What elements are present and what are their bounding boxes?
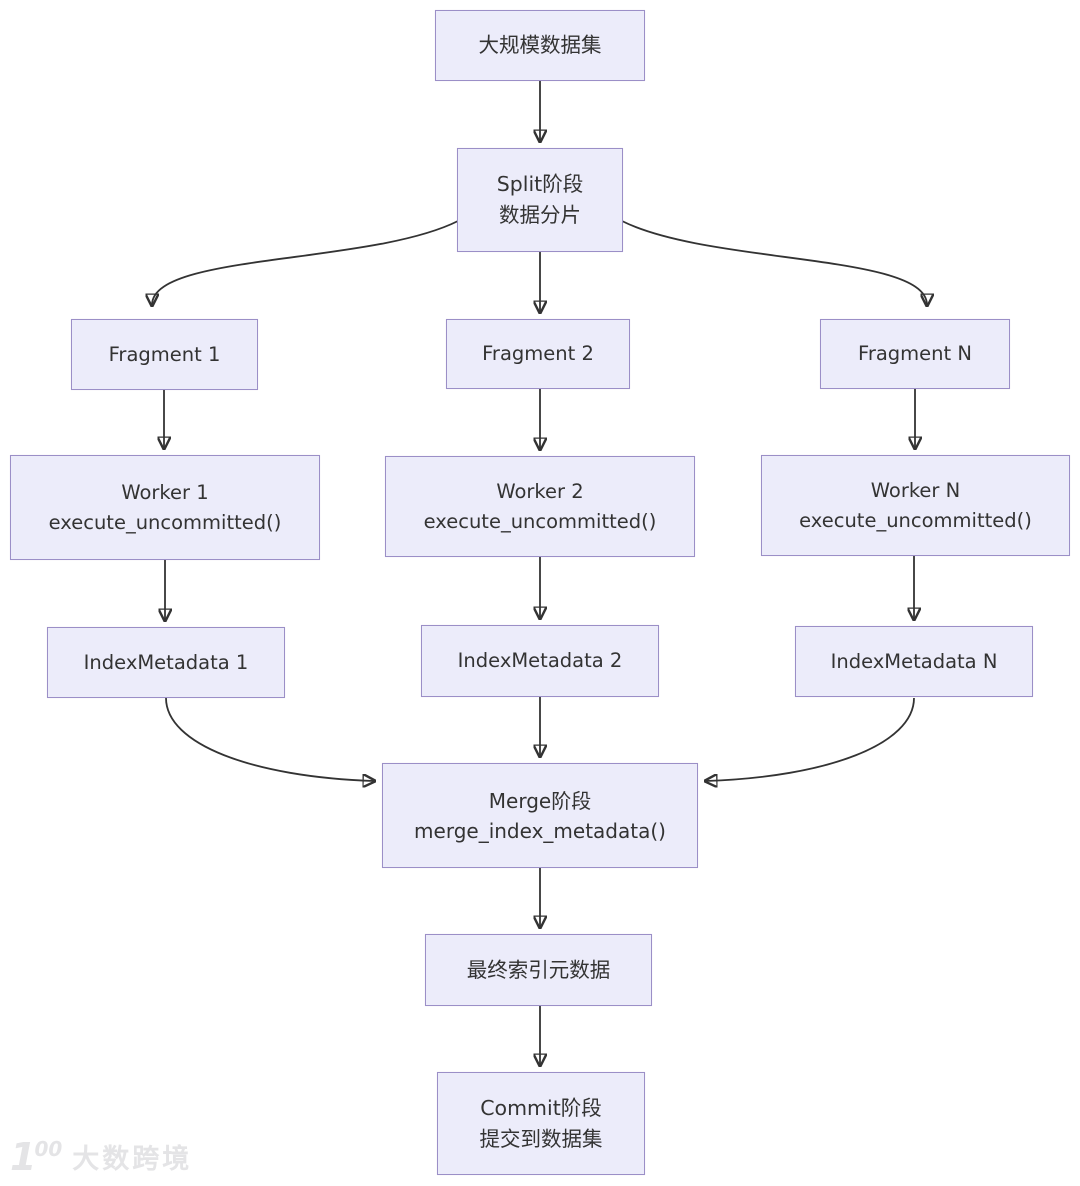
node-split-line2: 数据分片	[499, 203, 581, 227]
node-dataset-label: 大规模数据集	[478, 33, 602, 58]
node-final-metadata: 最终索引元数据	[425, 934, 652, 1006]
node-fragment-2-label: Fragment 2	[482, 342, 594, 366]
node-indexmetadata-n: IndexMetadata N	[795, 626, 1033, 697]
node-worker-2: Worker 2 execute_uncommitted()	[385, 456, 695, 557]
node-worker-n-line2: execute_uncommitted()	[799, 508, 1032, 532]
node-fragment-n-label: Fragment N	[858, 342, 972, 366]
node-commit-line1: Commit阶段	[480, 1095, 602, 1120]
node-indexmetadata-1-label: IndexMetadata 1	[83, 650, 249, 674]
node-indexmetadata-2-label: IndexMetadata 2	[457, 649, 623, 673]
edge-idxN-to-merge	[706, 697, 915, 781]
node-split-line1: Split阶段	[496, 172, 584, 197]
node-fragment-1: Fragment 1	[71, 319, 258, 390]
edge-split-to-fragN	[621, 220, 927, 305]
node-indexmetadata-n-label: IndexMetadata N	[830, 649, 998, 673]
node-merge: Merge阶段 merge_index_metadata()	[382, 763, 698, 868]
edge-split-to-frag1	[152, 220, 459, 305]
node-worker-n-line1: Worker N	[870, 479, 961, 503]
watermark-logo-icon: 100	[10, 1135, 63, 1179]
node-indexmetadata-1: IndexMetadata 1	[47, 627, 285, 698]
node-fragment-1-label: Fragment 1	[108, 342, 221, 366]
edge-idx1-to-merge	[165, 697, 374, 781]
node-worker-2-line2: execute_uncommitted()	[423, 509, 657, 533]
node-commit-line2: 提交到数据集	[479, 1126, 603, 1151]
node-merge-line2: merge_index_metadata()	[414, 818, 666, 843]
node-worker-1: Worker 1 execute_uncommitted()	[10, 455, 320, 560]
node-split: Split阶段 数据分片	[457, 148, 623, 252]
node-final-metadata-label: 最终索引元数据	[466, 957, 611, 982]
watermark: 100 大数跨境	[10, 1135, 193, 1179]
node-worker-n: Worker N execute_uncommitted()	[761, 455, 1070, 556]
node-worker-1-line2: execute_uncommitted()	[48, 510, 282, 534]
node-commit: Commit阶段 提交到数据集	[437, 1072, 645, 1175]
node-worker-1-line1: Worker 1	[121, 481, 209, 505]
node-dataset: 大规模数据集	[435, 10, 645, 81]
node-merge-line1: Merge阶段	[488, 788, 592, 813]
node-fragment-n: Fragment N	[820, 319, 1010, 389]
node-indexmetadata-2: IndexMetadata 2	[421, 625, 659, 697]
watermark-text: 大数跨境	[72, 1143, 193, 1175]
node-fragment-2: Fragment 2	[446, 319, 630, 389]
node-worker-2-line1: Worker 2	[496, 480, 584, 504]
